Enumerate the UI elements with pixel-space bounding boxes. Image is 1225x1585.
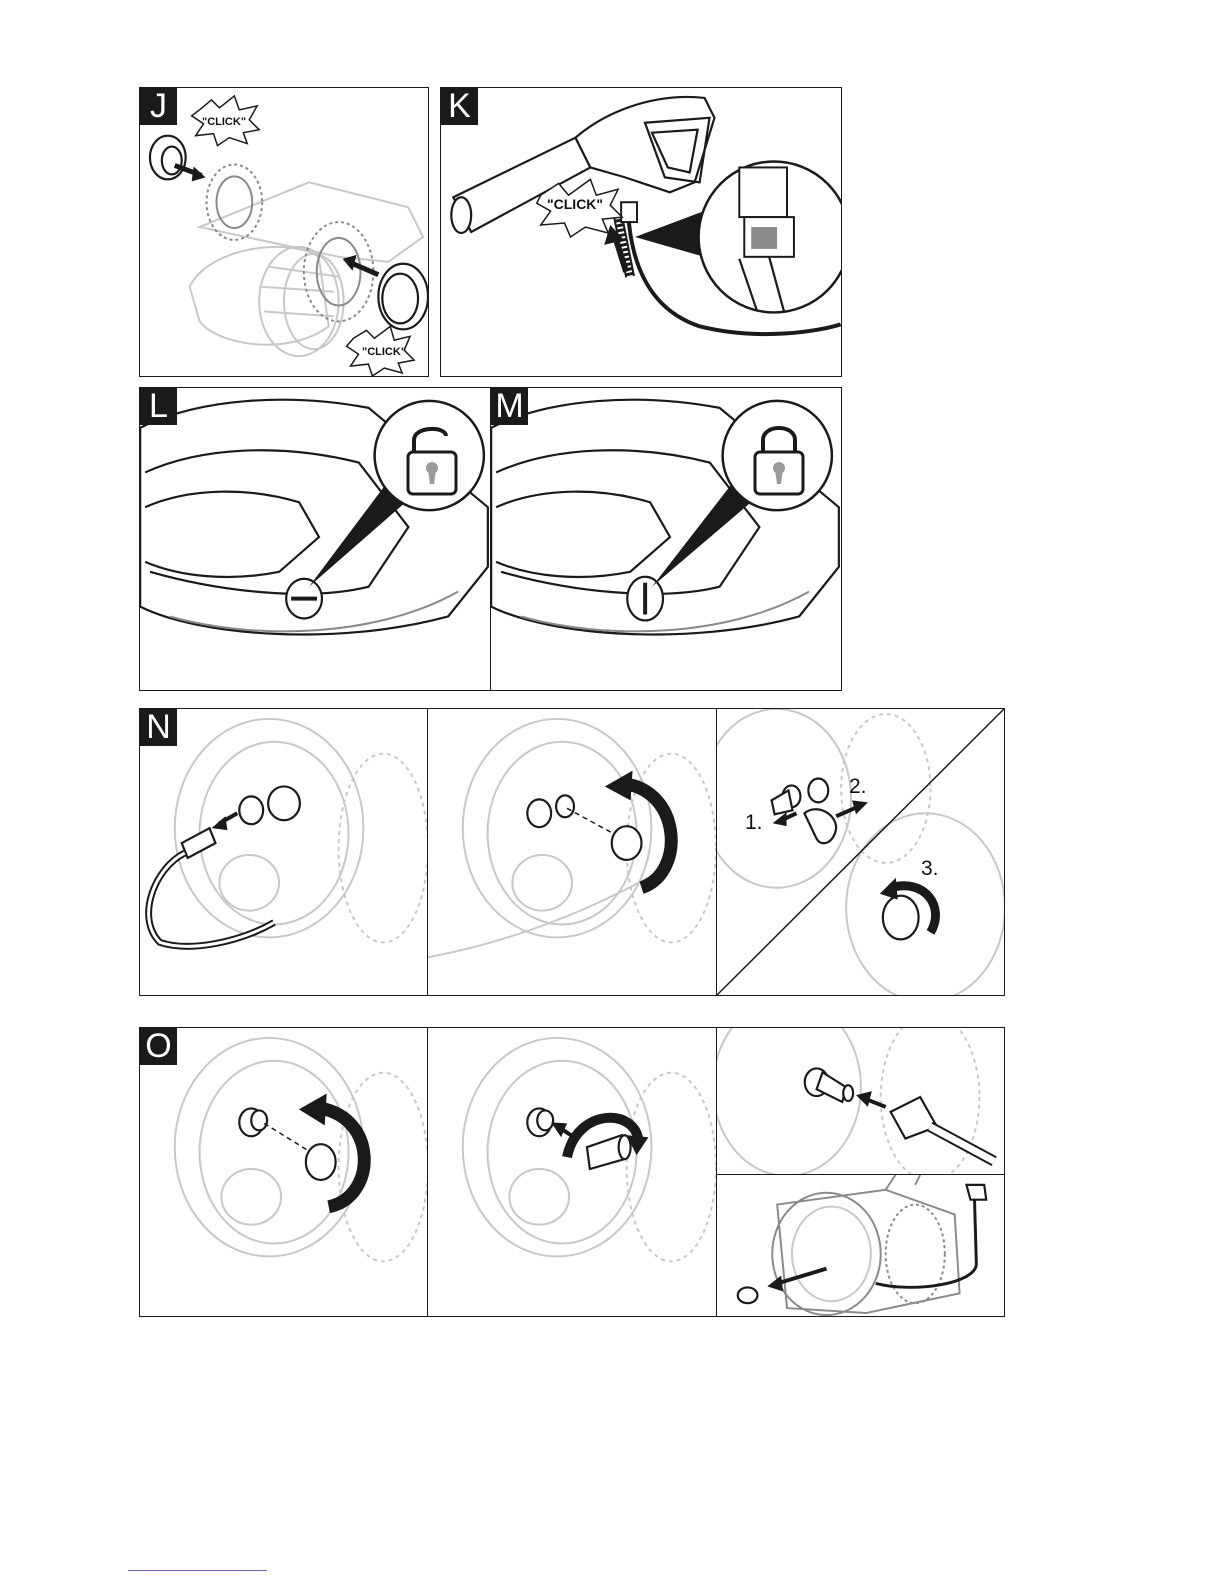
- panel-label: J: [140, 88, 177, 125]
- lock-closed-icon: [749, 418, 809, 498]
- step-number: 3.: [921, 857, 939, 881]
- panel-o-4: [716, 1174, 1005, 1317]
- illustration-water-supply: [717, 1175, 1004, 1316]
- panel-o-1: O: [139, 1027, 429, 1317]
- panel-label: K: [441, 88, 478, 125]
- illustration-spray-gun: [441, 88, 841, 376]
- panel-k: K "CLICK": [440, 87, 842, 377]
- panel-m: M: [490, 387, 842, 691]
- click-label: "CLICK": [547, 196, 603, 212]
- panel-l: L: [139, 387, 492, 691]
- click-label: "CLICK": [202, 116, 246, 128]
- panel-j: J "CLICK" "CLICK": [139, 87, 429, 377]
- illustration-connect-hose: [717, 1028, 1004, 1174]
- panel-n-2: [427, 708, 717, 996]
- panel-label: L: [140, 388, 177, 425]
- panel-label: M: [491, 388, 528, 425]
- step-number: 2.: [849, 775, 867, 799]
- panel-n-1: N: [139, 708, 429, 996]
- illustration-remove-cap-o: [140, 1028, 428, 1316]
- step-number: 1.: [745, 811, 763, 835]
- panel-o-3: [716, 1027, 1005, 1175]
- illustration-replace-cap: [717, 709, 1004, 995]
- panel-label: N: [140, 709, 177, 746]
- panel-o-2: [427, 1027, 717, 1317]
- illustration-disconnect-hose: [140, 709, 428, 995]
- panel-label: O: [140, 1028, 177, 1065]
- panel-n-3: 1. 2. 3.: [716, 708, 1005, 996]
- footer-divider: [128, 1570, 267, 1571]
- illustration-fit-adapter: [428, 1028, 716, 1316]
- illustration-wheel-assembly: [140, 88, 428, 376]
- illustration-remove-cap: [428, 709, 716, 995]
- lock-open-icon: [402, 418, 462, 498]
- click-label: "CLICK": [362, 346, 406, 358]
